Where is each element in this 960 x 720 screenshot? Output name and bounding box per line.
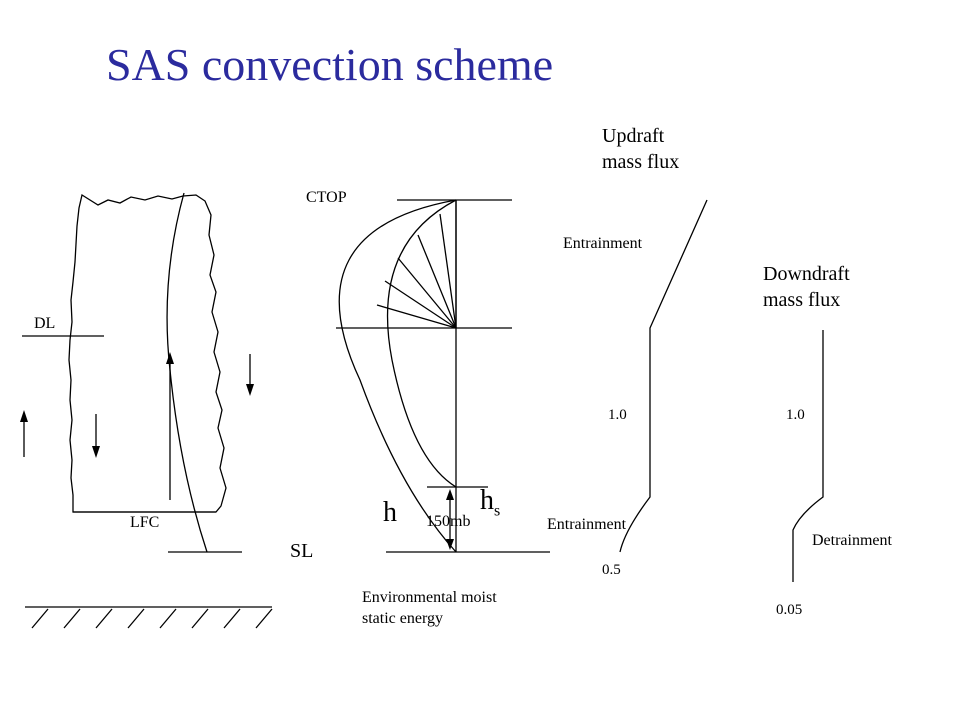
downdraft-title: Downdraft mass flux <box>763 261 850 313</box>
updraft-value-one: 1.0 <box>608 407 627 423</box>
parcel-curve <box>166 192 208 553</box>
detrainment-label: Detrainment <box>812 532 892 549</box>
sl-label: SL <box>290 540 314 562</box>
fan-line <box>384 280 457 329</box>
arrow-down-icon <box>92 414 100 458</box>
downdraft-value-one: 1.0 <box>786 407 805 423</box>
arrow-up-icon <box>166 352 174 500</box>
hs-base: h <box>480 485 494 516</box>
arrow-down-icon <box>246 354 254 396</box>
slide-title: SAS convection scheme <box>106 39 554 90</box>
updraft-title: Updraft mass flux <box>602 123 679 175</box>
ctop-label: CTOP <box>306 189 347 206</box>
downdraft-profile <box>792 330 824 582</box>
ground-hatch-icon <box>31 608 273 629</box>
entrainment-bottom-label: Entrainment <box>547 516 627 533</box>
downdraft-title-line2: mass flux <box>763 289 841 311</box>
fan-line <box>439 213 457 329</box>
150mb-label: 150mb <box>426 513 471 530</box>
cloud-outline <box>68 193 227 513</box>
fan-line <box>397 257 457 329</box>
lfc-label: LFC <box>130 514 160 531</box>
hs-curve <box>386 199 457 488</box>
updraft-title-line1: Updraft <box>602 125 665 147</box>
env-caption-line2: static energy <box>362 609 444 627</box>
env-caption: Environmental moist static energy <box>362 588 497 630</box>
fan-line <box>417 234 457 329</box>
150mb-arrow <box>446 489 454 550</box>
entrainment-top-label: Entrainment <box>563 235 643 252</box>
updraft-value-half: 0.5 <box>602 562 621 578</box>
h-label: h <box>383 497 397 528</box>
hs-subscript: s <box>494 502 501 520</box>
dl-label: DL <box>34 315 56 332</box>
ground <box>25 606 273 629</box>
downdraft-title-line1: Downdraft <box>763 263 850 285</box>
arrow-up-icon <box>20 410 28 457</box>
updraft-title-line2: mass flux <box>602 151 680 173</box>
environment-profile <box>336 199 550 553</box>
downdraft-value-min: 0.05 <box>776 602 803 618</box>
hs-label: hs <box>480 487 500 520</box>
env-caption-line1: Environmental moist <box>362 589 497 606</box>
fan-line <box>376 304 457 329</box>
updraft-profile <box>619 199 708 553</box>
h-curve <box>338 199 457 553</box>
